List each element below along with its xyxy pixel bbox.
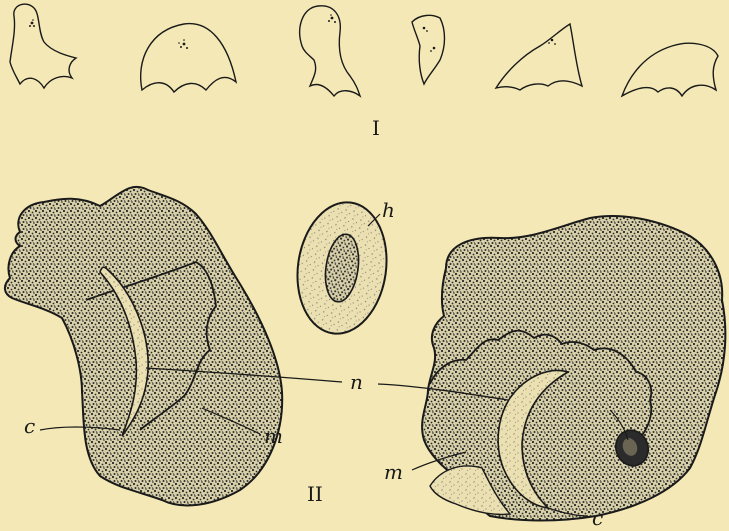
label-m-left: m — [264, 426, 283, 446]
label-c-right: c — [592, 508, 603, 528]
cell-outline-5 — [496, 24, 582, 90]
panel-one-label: I — [372, 118, 380, 138]
label-h: h — [382, 200, 395, 220]
oval-cell-h — [289, 197, 395, 340]
cell-outline-4 — [412, 15, 445, 84]
panel-one-nuclei — [29, 14, 556, 52]
right-large-cell — [412, 216, 725, 520]
left-large-cell — [5, 187, 282, 506]
label-c-left: c — [24, 416, 35, 436]
panel-one-cells — [10, 4, 718, 96]
panel-two-label: II — [307, 484, 323, 504]
label-n: n — [350, 372, 363, 392]
cell-outline-3 — [300, 6, 360, 96]
cell-outline-1 — [10, 4, 76, 88]
cell-outline-2 — [141, 24, 236, 92]
cell-outline-6 — [622, 43, 718, 96]
label-m-right: m — [384, 462, 403, 482]
